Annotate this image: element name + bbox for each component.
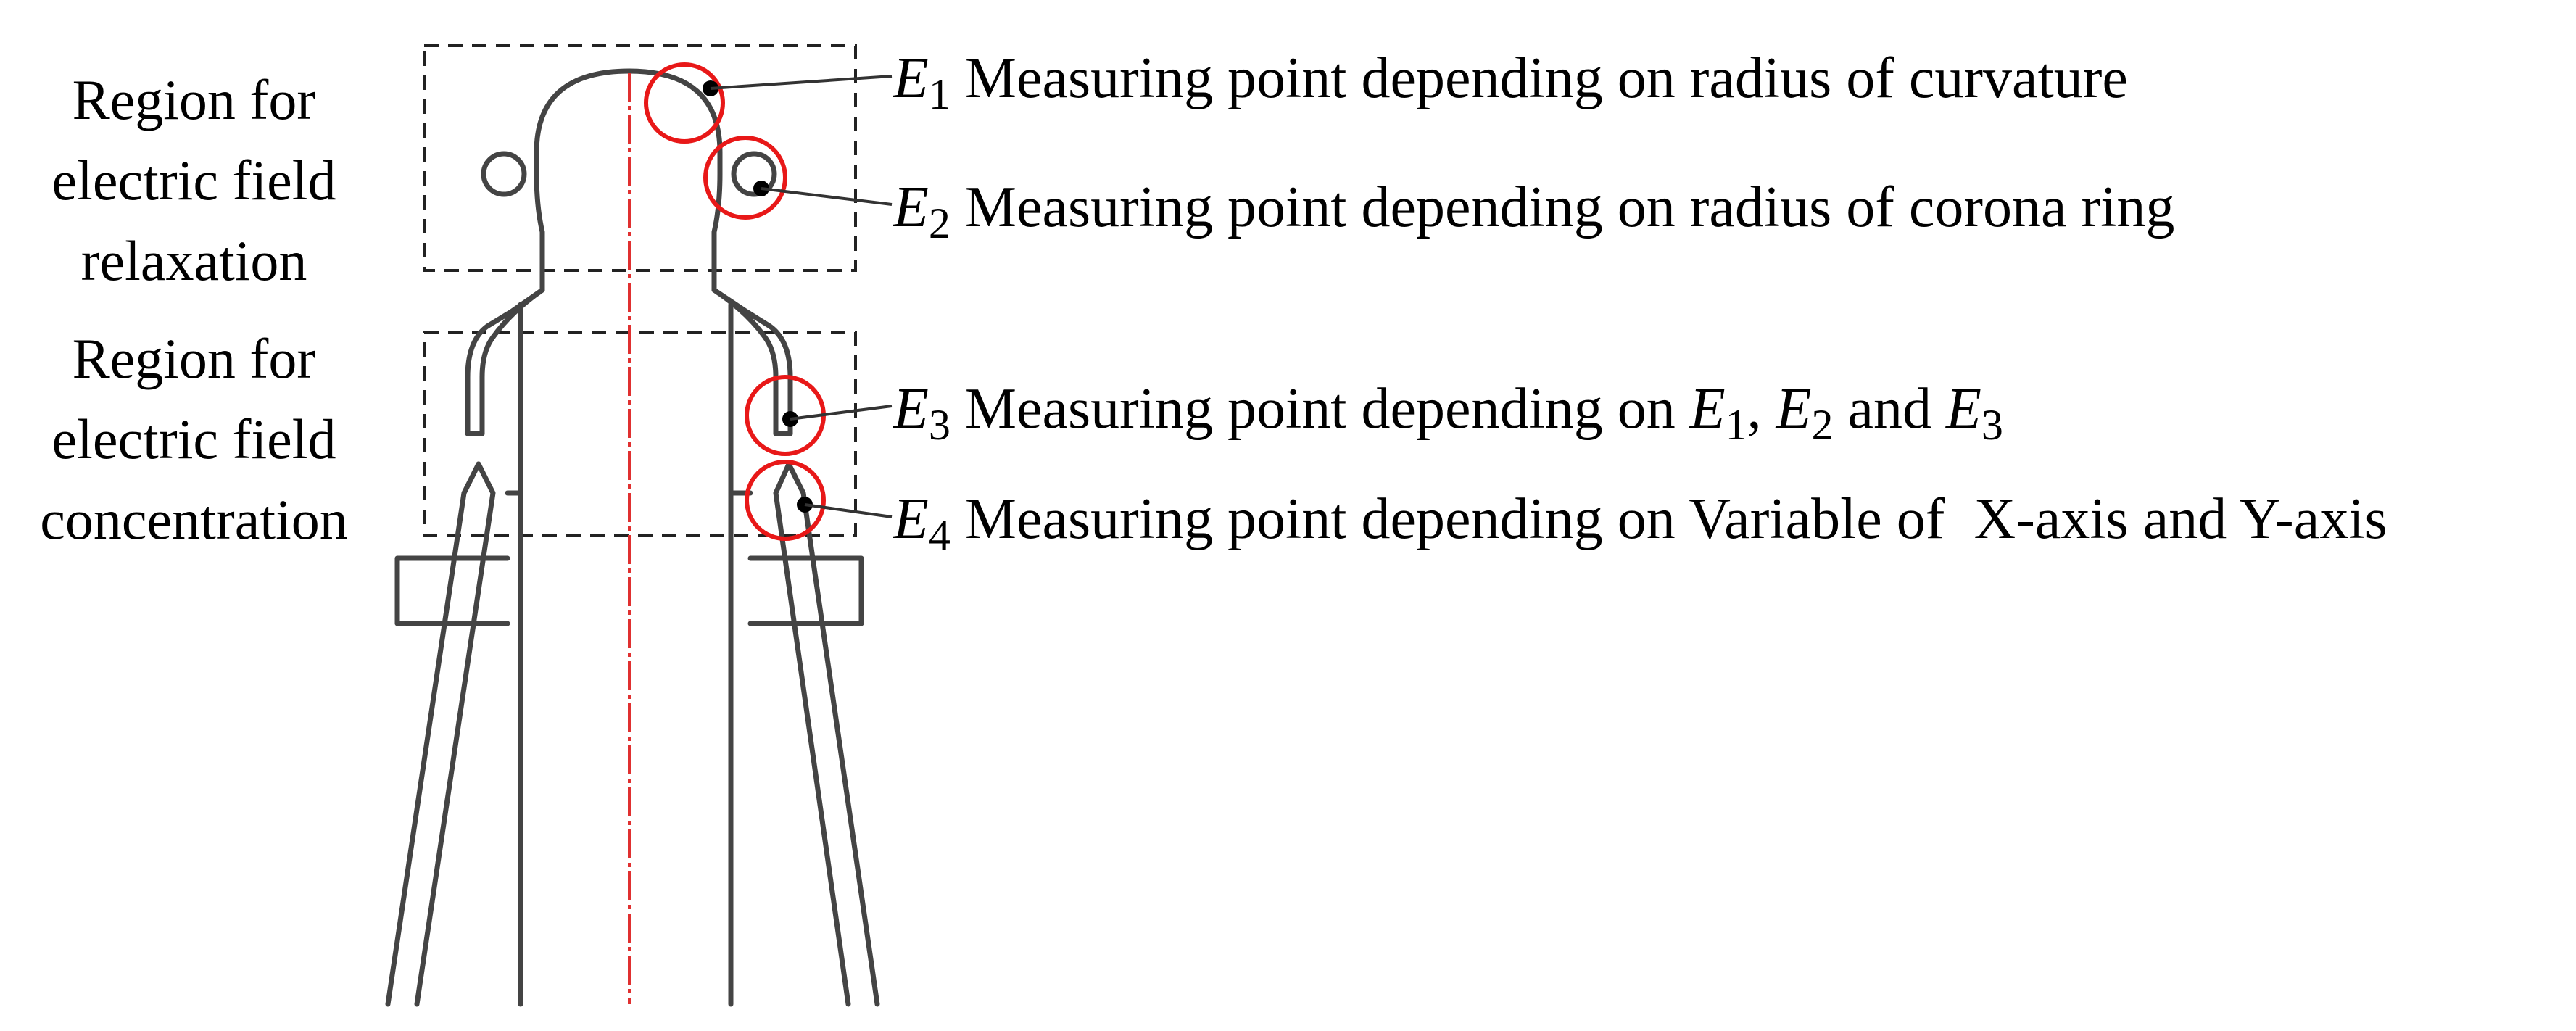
measuring-point-e2: [703, 136, 893, 220]
measuring-point-e3: [745, 375, 893, 456]
e1-marker-circle: [644, 62, 725, 144]
relaxation-region-box: [423, 44, 857, 272]
callout-e4: E4 Measuring point depending on Variable…: [893, 484, 2387, 559]
callout-e3: E3 Measuring point depending on E1, E2 a…: [893, 374, 2003, 449]
electrode-outline: [385, 68, 880, 1007]
region-label-line: relaxation: [80, 229, 307, 292]
e4-marker-circle: [745, 460, 826, 541]
measuring-point-e1: [644, 62, 893, 144]
e2-leader-line: [761, 187, 893, 206]
e3-symbol: E3: [893, 377, 951, 449]
e3-ref-e3: E3: [1945, 377, 2003, 449]
region-label-line: electric field: [51, 407, 336, 471]
region-label-line: electric field: [51, 149, 336, 212]
e3-ref-separator: ,: [1747, 377, 1762, 441]
region-label-line: Region for: [72, 327, 316, 390]
e3-ref-e2: E2: [1776, 377, 1834, 449]
e3-description: Measuring point depending on: [964, 377, 1676, 441]
callout-e1: E1 Measuring point depending on radius o…: [893, 44, 2128, 118]
e3-ref-conjunction: and: [1847, 377, 1931, 441]
e2-marker-circle: [703, 136, 787, 220]
e4-symbol: E4: [893, 487, 951, 559]
region-label-line: concentration: [40, 488, 348, 551]
e1-symbol: E1: [893, 46, 951, 118]
e1-leader-line: [710, 75, 893, 90]
e4-leader-line: [804, 503, 893, 518]
measuring-point-e4: [745, 460, 893, 541]
e3-leader-line: [790, 405, 893, 421]
region-label-line: Region for: [72, 68, 316, 131]
e1-description: Measuring point depending on radius of c…: [964, 46, 2128, 110]
e4-description: Measuring point depending on Variable of…: [964, 487, 2387, 551]
e3-ref-e1: E1: [1689, 377, 1747, 449]
concentration-region-label: Region for electric field concentration: [0, 318, 388, 560]
callout-e2: E2 Measuring point depending on radius o…: [893, 173, 2175, 247]
e2-symbol: E2: [893, 175, 951, 247]
e2-description: Measuring point depending on radius of c…: [964, 175, 2175, 239]
relaxation-region-label: Region for electric field relaxation: [0, 59, 388, 301]
concentration-region-box: [423, 331, 857, 537]
